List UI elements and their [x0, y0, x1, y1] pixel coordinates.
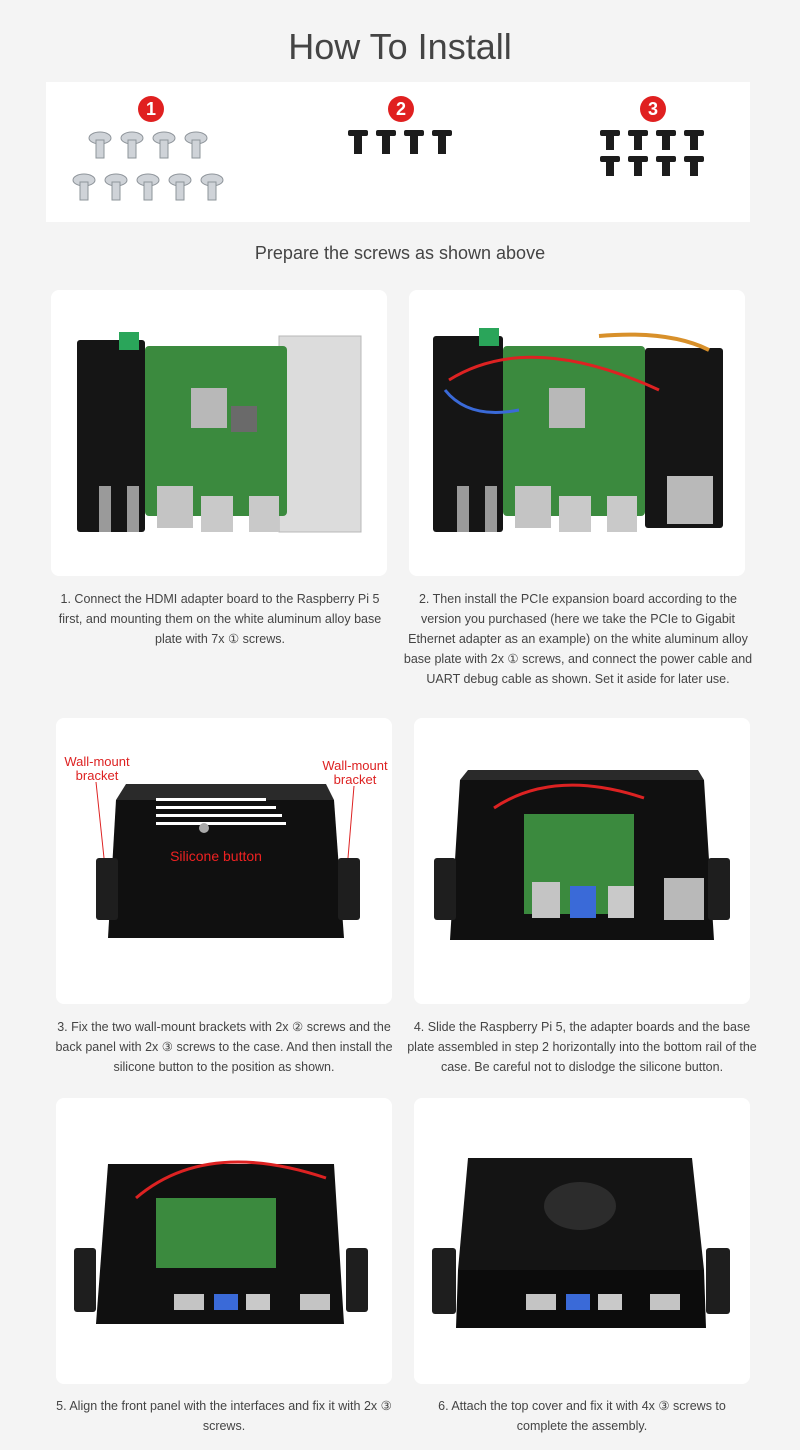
pcie-expansion-board-image — [433, 328, 723, 532]
screw-group-2: 2 — [342, 96, 462, 176]
wall-mount-label-left-line-2: bracket — [75, 768, 119, 783]
front-panel-image — [74, 1160, 368, 1324]
step-5-photo — [56, 1098, 392, 1384]
screw-group-1: 1 — [72, 96, 242, 211]
step-3-caption: 3. Fix the two wall-mount brackets with … — [55, 1020, 393, 1074]
slide-in-assembly-image — [434, 770, 730, 940]
wall-mount-label-right-line-2: bracket — [333, 772, 377, 787]
step-6-photo — [414, 1098, 750, 1384]
wall-mount-label-right: Wall-mount bracket — [318, 759, 392, 787]
wall-mount-label-left: Wall-mount bracket — [60, 755, 134, 783]
case-with-brackets-image — [95, 781, 360, 938]
screw-group-3: 3 — [594, 96, 714, 206]
black-countersunk-screws-illustration — [600, 130, 704, 176]
wall-mount-label-left-line-1: Wall-mount — [64, 754, 130, 769]
step-badge-1: 1 — [138, 96, 164, 122]
step-badge-2: 2 — [388, 96, 414, 122]
silver-screws-illustration — [72, 131, 224, 201]
step-3-photo: Wall-mount bracket Wall-mount bracket Si… — [56, 718, 392, 1004]
step-6-caption: 6. Attach the top cover and fix it with … — [438, 1399, 726, 1433]
step-1-photo — [51, 290, 387, 576]
step-5-caption: 5. Align the front panel with the interf… — [56, 1399, 392, 1433]
raspberry-pi-base-plate-image — [77, 332, 362, 533]
completed-case-image — [432, 1158, 730, 1328]
step-4-caption: 4. Slide the Raspberry Pi 5, the adapter… — [407, 1020, 757, 1074]
black-flat-screws-illustration — [348, 130, 452, 154]
page-title: How To Install — [288, 26, 512, 67]
screws-panel: 1 2 3 — [46, 82, 750, 222]
step-2-caption: 2. Then install the PCIe expansion board… — [403, 592, 753, 686]
prepare-screws-text: Prepare the screws as shown above — [254, 243, 546, 263]
step-1-caption: 1. Connect the HDMI adapter board to the… — [58, 592, 382, 646]
silicone-button-label: Silicone button — [170, 848, 262, 864]
step-2-photo — [409, 290, 745, 576]
step-4-photo — [414, 718, 750, 1004]
step-badge-3: 3 — [640, 96, 666, 122]
wall-mount-label-right-line-1: Wall-mount — [322, 758, 388, 773]
